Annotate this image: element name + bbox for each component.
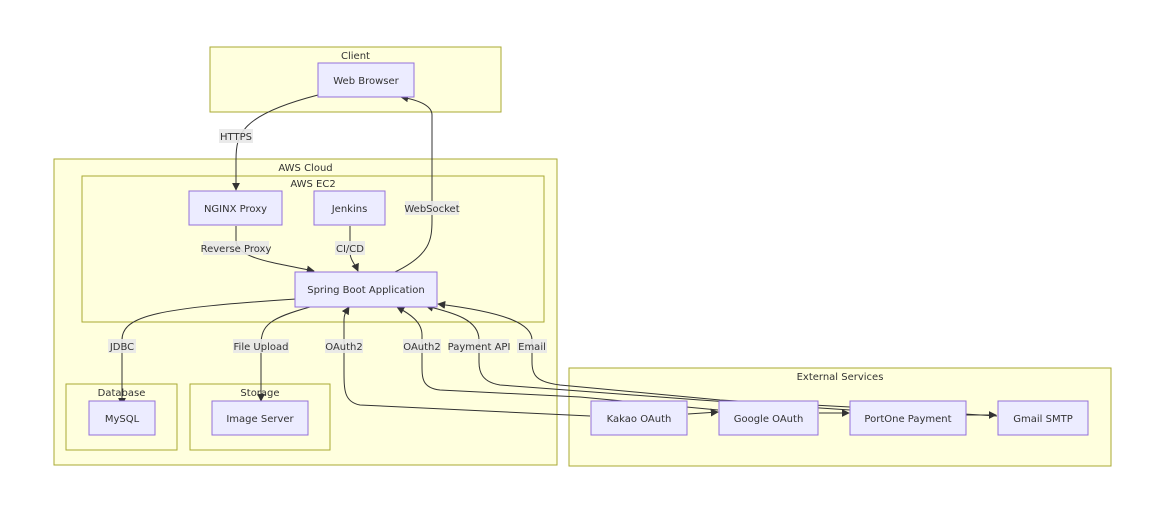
- cluster-aws-cloud-label: AWS Cloud: [278, 163, 332, 174]
- node-nginx-proxy[interactable]: NGINX Proxy: [188, 190, 283, 226]
- edge-label-file-upload-text: File Upload: [234, 342, 289, 353]
- cluster-client-label: Client: [341, 51, 370, 62]
- node-mysql-label: MySQL: [105, 414, 140, 425]
- node-google-oauth-label: Google OAuth: [734, 414, 804, 425]
- edge-label-oauth2-kakao-text: OAuth2: [325, 342, 363, 353]
- node-jenkins-label: Jenkins: [331, 204, 368, 215]
- edge-label-jdbc: JDBC: [108, 339, 136, 353]
- edge-label-cicd: CI/CD: [335, 241, 365, 255]
- node-web-browser[interactable]: Web Browser: [317, 62, 415, 98]
- edge-label-cicd-text: CI/CD: [336, 244, 364, 255]
- edge-oauth2-google: [396, 306, 719, 411]
- node-portone-payment-label: PortOne Payment: [864, 414, 951, 425]
- edge-label-email-text: Email: [518, 342, 546, 353]
- edge-label-jdbc-text: JDBC: [109, 342, 134, 353]
- edge-label-reverse-proxy-text: Reverse Proxy: [201, 244, 272, 255]
- edge-https: [232, 94, 319, 191]
- node-image-server-label: Image Server: [226, 414, 294, 425]
- cluster-aws-ec2-label: AWS EC2: [290, 179, 335, 190]
- node-spring-boot-application-label: Spring Boot Application: [307, 285, 425, 296]
- node-image-server[interactable]: Image Server: [211, 400, 309, 436]
- edge-label-payment-api-text: Payment API: [448, 342, 511, 353]
- node-mysql[interactable]: MySQL: [88, 400, 156, 436]
- node-jenkins[interactable]: Jenkins: [313, 190, 386, 226]
- edge-label-email: Email: [517, 339, 547, 353]
- cluster-storage-label: Storage: [240, 388, 279, 399]
- node-gmail-smtp[interactable]: Gmail SMTP: [997, 400, 1089, 436]
- edge-jdbc: [118, 298, 297, 406]
- edge-label-https: HTTPS: [219, 129, 253, 143]
- edge-label-payment-api: Payment API: [448, 339, 511, 353]
- edge-label-oauth2-google: OAuth2: [403, 339, 441, 353]
- edge-label-https-text: HTTPS: [220, 132, 252, 143]
- cluster-external-services-label: External Services: [797, 372, 884, 383]
- node-kakao-oauth-label: Kakao OAuth: [607, 414, 672, 425]
- edge-kakao-to-google: [687, 408, 719, 417]
- edge-label-websocket: WebSocket: [404, 201, 460, 215]
- edge-label-oauth2-google-text: OAuth2: [403, 342, 441, 353]
- edge-label-file-upload: File Upload: [233, 339, 289, 353]
- node-spring-boot-application[interactable]: Spring Boot Application: [294, 271, 438, 308]
- edge-oauth2-kakao: [341, 306, 591, 417]
- edge-label-reverse-proxy: Reverse Proxy: [201, 241, 272, 255]
- node-google-oauth[interactable]: Google OAuth: [718, 400, 819, 436]
- node-kakao-oauth[interactable]: Kakao OAuth: [590, 400, 688, 436]
- node-web-browser-label: Web Browser: [333, 76, 399, 87]
- edge-payment-api: [425, 303, 851, 411]
- node-nginx-proxy-label: NGINX Proxy: [204, 204, 267, 215]
- edge-websocket: [394, 94, 433, 273]
- edge-label-oauth2-kakao: OAuth2: [325, 339, 363, 353]
- edge-reverse-proxy: [235, 226, 315, 274]
- edge-label-websocket-text: WebSocket: [404, 204, 459, 215]
- node-portone-payment[interactable]: PortOne Payment: [849, 400, 967, 436]
- node-gmail-smtp-label: Gmail SMTP: [1013, 414, 1072, 425]
